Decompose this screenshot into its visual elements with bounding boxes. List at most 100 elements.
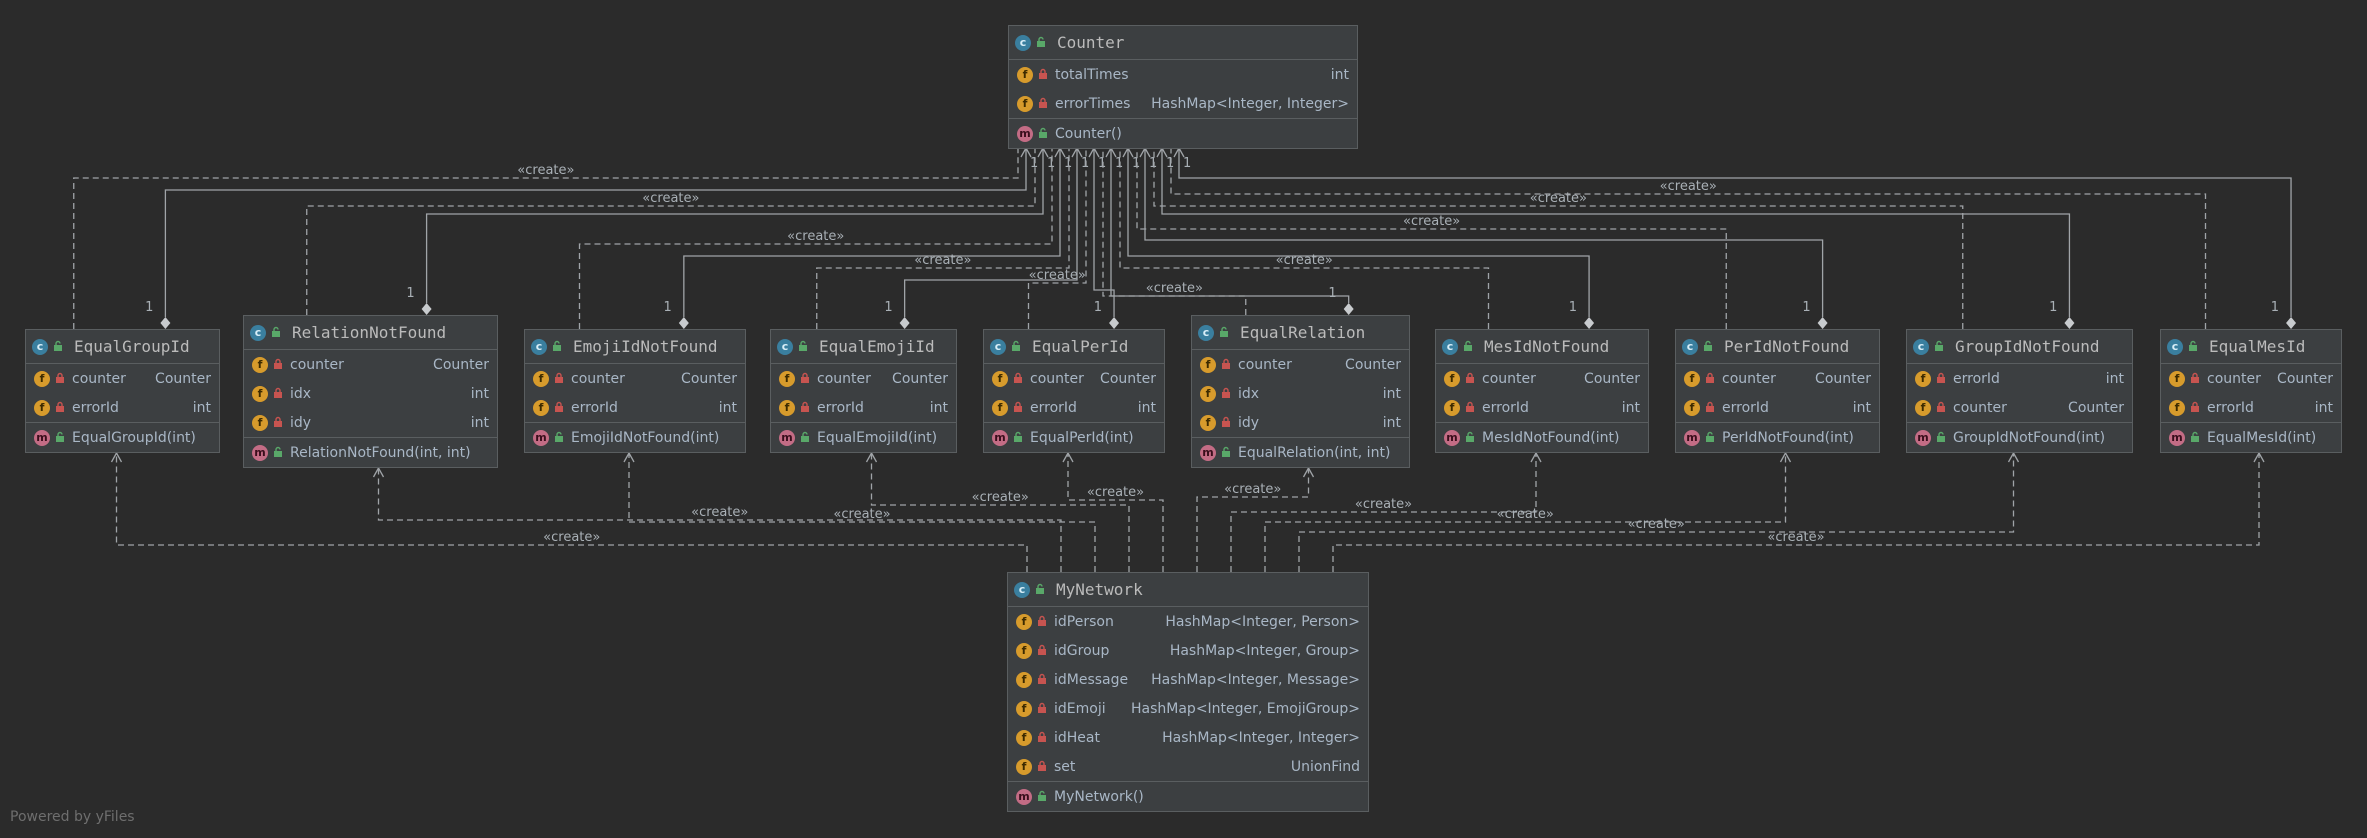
field-name: errorTimes <box>1055 95 1131 112</box>
create-label: «create» <box>1276 253 1333 268</box>
private-visibility-icon <box>795 398 811 417</box>
create-arrowhead <box>1062 451 1074 463</box>
multiplicity-label: 1 <box>1030 156 1038 171</box>
composition-edge <box>164 148 1027 317</box>
field-name: counter <box>1722 370 1776 387</box>
private-visibility-icon <box>1032 699 1048 718</box>
multiplicity-label: 1 <box>664 300 672 315</box>
field-name: errorId <box>1953 370 2000 387</box>
field-icon: f <box>1017 66 1033 83</box>
composition-diamond <box>421 303 432 315</box>
field-icon: f <box>1200 385 1216 402</box>
field-icon: f <box>252 385 268 402</box>
method-name: GroupIdNotFound(int) <box>1953 429 2106 446</box>
field-icon: f <box>1016 729 1032 746</box>
create-edge <box>377 468 1062 572</box>
create-edge <box>1027 148 1087 329</box>
field-icon: f <box>252 414 268 431</box>
field-type: HashMap<Integer, Message> <box>1151 671 1360 688</box>
field-name: idx <box>290 385 312 402</box>
create-edge <box>1332 453 2260 572</box>
field-type: HashMap<Integer, Integer> <box>1162 729 1360 746</box>
composition-diamond <box>2064 317 2075 329</box>
class-name: EqualPerId <box>1032 337 1129 356</box>
private-visibility-icon <box>1216 384 1232 403</box>
create-edge <box>1264 453 1787 572</box>
public-visibility-icon <box>1006 337 1022 356</box>
field-type: UnionFind <box>1290 758 1360 775</box>
create-arrowhead <box>110 451 123 463</box>
field-row: f counter Counter <box>984 364 1164 393</box>
field-name: counter <box>1030 370 1084 387</box>
field-icon: f <box>992 370 1008 387</box>
multiplicity-label: 1 <box>1183 156 1191 171</box>
class-name: EqualMesId <box>2209 337 2306 356</box>
field-type: int <box>192 399 211 416</box>
class-name: Counter <box>1057 33 1125 52</box>
private-visibility-icon <box>268 355 284 374</box>
public-visibility-icon <box>1030 580 1046 599</box>
field-type: int <box>1621 399 1640 416</box>
field-icon: f <box>34 370 50 387</box>
private-visibility-icon <box>1460 369 1476 388</box>
public-visibility-icon <box>2183 337 2199 356</box>
composition-edge <box>425 148 1044 303</box>
field-name: counter <box>72 370 126 387</box>
field-type: Counter <box>155 370 211 387</box>
field-type: int <box>1382 385 1401 402</box>
public-visibility-icon <box>1033 124 1049 143</box>
create-label: «create» <box>833 507 890 522</box>
composition-edge <box>1178 148 2292 317</box>
multiplicity-label: 1 <box>1115 156 1123 171</box>
field-type: Counter <box>1100 370 1156 387</box>
multiplicity-label: 1 <box>2271 300 2279 315</box>
composition-edge <box>1144 148 1824 317</box>
private-visibility-icon <box>1700 369 1716 388</box>
create-edge <box>115 453 1028 572</box>
public-visibility-icon <box>1214 323 1230 342</box>
field-name: errorId <box>72 399 119 416</box>
class-name: MyNetwork <box>1056 580 1143 599</box>
composition-edge <box>1110 148 1350 303</box>
private-visibility-icon <box>795 369 811 388</box>
field-icon: f <box>1200 414 1216 431</box>
multiplicity-label: 1 <box>1802 300 1810 315</box>
private-visibility-icon <box>1033 94 1049 113</box>
private-visibility-icon <box>549 398 565 417</box>
method-icon: m <box>1016 788 1032 805</box>
create-edge <box>1170 148 2207 329</box>
public-visibility-icon <box>1032 787 1048 806</box>
field-type: Counter <box>433 356 489 373</box>
field-type: Counter <box>2277 370 2333 387</box>
private-visibility-icon <box>1032 670 1048 689</box>
private-visibility-icon <box>1931 369 1947 388</box>
create-edge <box>1102 148 1247 315</box>
create-label: «create» <box>972 490 1029 505</box>
field-name: idEmoji <box>1054 700 1106 717</box>
field-icon: f <box>2169 370 2185 387</box>
field-name: errorId <box>817 399 864 416</box>
create-label: «create» <box>1660 179 1717 194</box>
